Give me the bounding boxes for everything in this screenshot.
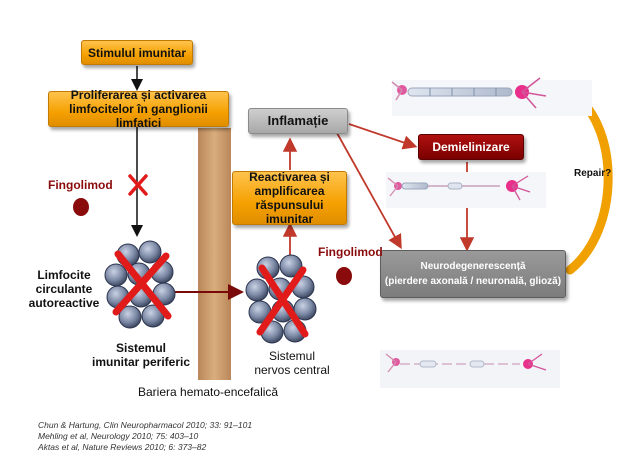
reactivation-text-line1: Reactivarea și bbox=[249, 170, 330, 184]
lymphocytes-label-line2: circulante bbox=[35, 282, 93, 296]
neurodegeneration-text-line1: Neurodegenerescență bbox=[420, 261, 526, 272]
central-system-line1: Sistemul bbox=[268, 349, 315, 363]
lymphocytes-label: Limfocite circulante autoreactive bbox=[16, 268, 112, 310]
peripheral-system-line2: imunitar periferic bbox=[91, 355, 191, 369]
reference-3: Aktas et al, Nature Reviews 2010; 6: 373… bbox=[38, 442, 207, 452]
fingolimod-dot-right bbox=[336, 267, 352, 285]
proliferation-text-line1: Proliferarea și activarea bbox=[70, 88, 207, 102]
blood-brain-barrier-column bbox=[198, 128, 231, 380]
neuron-healthy bbox=[391, 77, 592, 116]
proliferation-box: Proliferarea și activarea limfocitelor î… bbox=[48, 88, 229, 130]
lymphocytes-label-line1: Limfocite bbox=[37, 268, 91, 282]
block-x-peripheral bbox=[112, 250, 172, 320]
barrier-label: Bariera hemato-encefalică bbox=[138, 385, 279, 399]
reactivation-box: Reactivarea și amplificarea răspunsului … bbox=[232, 170, 347, 226]
central-system-label: Sistemul nervos central bbox=[245, 349, 339, 377]
reactivation-text-line2: amplificarea bbox=[254, 184, 325, 198]
neurodegeneration-text-line2: (pierdere axonală / neuronală, glioză) bbox=[384, 276, 562, 287]
references: Chun & Hartung, Clin Neuropharmacol 2010… bbox=[38, 420, 252, 453]
inflammation-text: Inflamație bbox=[267, 113, 329, 128]
neurodegeneration-box: Neurodegenerescență (pierdere axonală / … bbox=[380, 250, 566, 298]
inflammation-box: Inflamație bbox=[248, 108, 348, 134]
repair-label: Repair? bbox=[574, 168, 612, 179]
reference-2: Mehling et al, Neurology 2010; 75: 403–1… bbox=[38, 431, 199, 441]
arrow-inflamatie-to-demielinizare bbox=[348, 123, 418, 150]
central-system-line2: nervos central bbox=[254, 363, 330, 377]
neuron-degenerated bbox=[380, 350, 560, 388]
neuron-demyelinating bbox=[386, 172, 546, 208]
repair-curved-arrow bbox=[565, 90, 613, 275]
stimulus-text: Stimulul imunitar bbox=[87, 45, 186, 60]
block-x-small bbox=[128, 174, 148, 196]
demyelination-box: Demielinizare bbox=[418, 134, 524, 160]
fingolimod-label-right: Fingolimod bbox=[318, 245, 383, 259]
peripheral-system-label: Sistemul imunitar periferic bbox=[82, 341, 200, 369]
reference-1: Chun & Hartung, Clin Neuropharmacol 2010… bbox=[38, 420, 253, 430]
block-x-central bbox=[256, 264, 309, 338]
fingolimod-dot-left bbox=[73, 198, 89, 216]
lymphocytes-label-line3: autoreactive bbox=[28, 296, 100, 310]
peripheral-lymphocyte-cluster bbox=[104, 240, 176, 329]
fingolimod-label-left: Fingolimod bbox=[48, 178, 113, 192]
demyelination-text: Demielinizare bbox=[432, 140, 510, 154]
reactivation-text-line3: răspunsului imunitar bbox=[255, 198, 324, 226]
peripheral-system-line1: Sistemul bbox=[115, 341, 166, 355]
proliferation-text-line2: limfocitelor în ganglionii limfatici bbox=[69, 102, 208, 130]
arrow-inflamatie-to-neuro bbox=[336, 132, 402, 250]
stimulus-box: Stimulul imunitar bbox=[81, 40, 193, 65]
